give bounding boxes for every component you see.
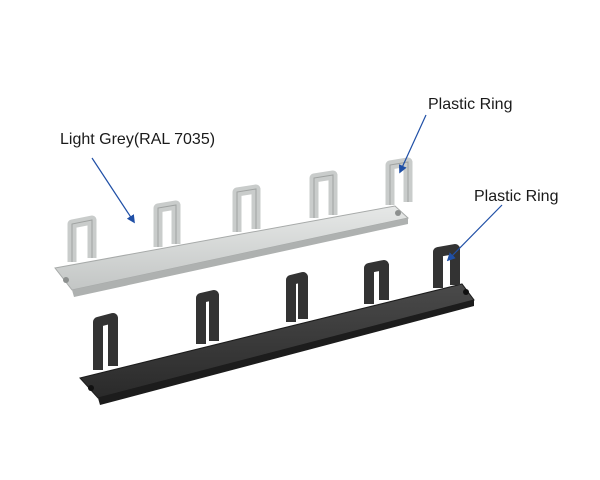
black-panel-ring-4 xyxy=(364,260,389,304)
arrow-plastic-ring-top xyxy=(398,114,427,174)
grey-panel-ring-3 xyxy=(232,184,261,232)
black-cable-management-panel xyxy=(79,244,475,405)
label-plastic-ring-top: Plastic Ring xyxy=(428,96,513,113)
black-panel-ring-5 xyxy=(433,244,460,288)
label-light-grey: Light Grey(RAL 7035) xyxy=(60,131,216,148)
black-panel-ring-3 xyxy=(286,272,308,322)
grey-panel-ring-1 xyxy=(67,215,97,262)
label-plastic-ring-bottom: Plastic Ring xyxy=(474,188,559,205)
grey-panel-ring-5 xyxy=(385,157,413,205)
grey-panel-ring-4 xyxy=(309,170,338,218)
grey-cable-management-panel xyxy=(54,157,413,297)
black-panel-lip xyxy=(98,300,474,405)
grey-panel-plate xyxy=(54,205,410,291)
black-panel-mount-hole-left xyxy=(88,385,94,391)
arrow-plastic-ring-bottom xyxy=(446,204,503,262)
grey-panel-ring-2 xyxy=(153,200,181,247)
grey-panel-lip xyxy=(72,218,408,297)
arrow-grey-label xyxy=(91,157,135,224)
grey-panel-mount-hole-right xyxy=(395,210,401,216)
black-panel-ring-1 xyxy=(93,313,118,370)
black-panel-ring-2 xyxy=(196,290,219,344)
grey-panel-mount-hole-left xyxy=(63,277,69,283)
black-panel-plate xyxy=(79,283,475,399)
black-panel-mount-hole-right xyxy=(463,289,469,295)
